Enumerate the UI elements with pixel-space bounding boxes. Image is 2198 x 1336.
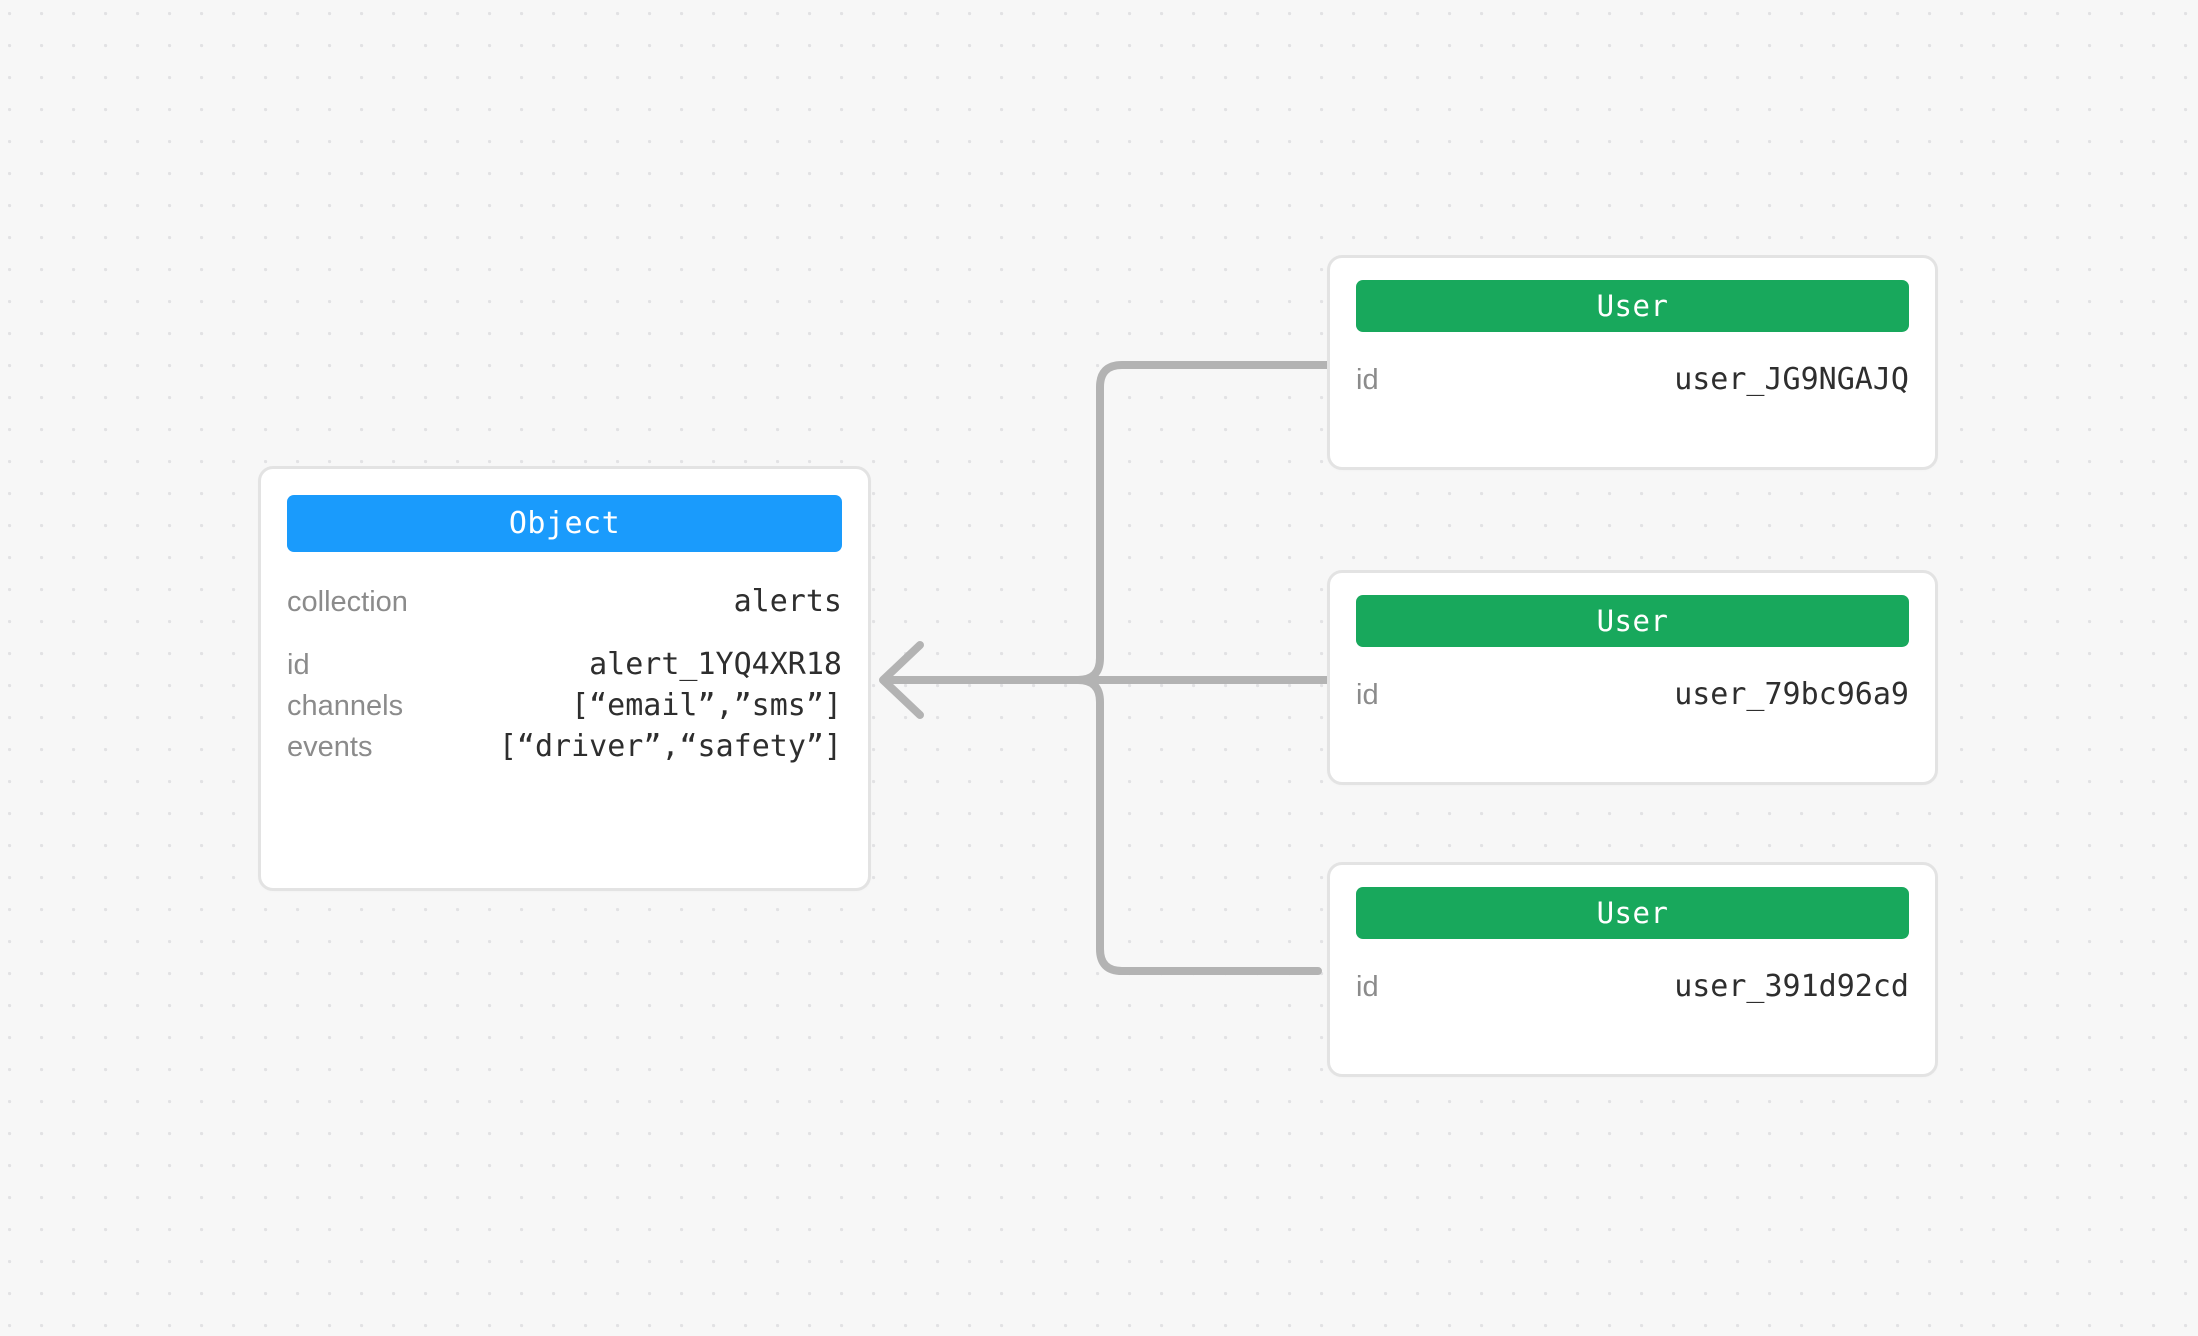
node-user-1[interactable]: User id user_79bc96a9 (1327, 570, 1938, 785)
property-key: channels (287, 690, 404, 722)
property-key: id (1356, 679, 1379, 711)
property-key: collection (287, 586, 408, 618)
property-row-id: id alert_1YQ4XR18 (287, 647, 842, 682)
property-value: [“email”,”sms”] (571, 688, 842, 723)
property-group-divider (287, 625, 842, 647)
node-user-0[interactable]: User id user_JG9NGAJQ (1327, 255, 1938, 470)
property-row-channels: channels [“email”,”sms”] (287, 688, 842, 723)
property-value: user_JG9NGAJQ (1674, 362, 1909, 397)
property-key: id (287, 649, 310, 681)
node-object-properties: collection alerts id alert_1YQ4XR18 chan… (261, 552, 868, 764)
property-key: events (287, 731, 373, 763)
node-user-2[interactable]: User id user_391d92cd (1327, 862, 1938, 1077)
property-value: user_391d92cd (1674, 969, 1909, 1004)
property-row-id: id user_JG9NGAJQ (1356, 362, 1909, 397)
node-user-type-label: User (1356, 280, 1909, 332)
property-value: user_79bc96a9 (1674, 677, 1909, 712)
property-row-events: events [“driver”,“safety”] (287, 729, 842, 764)
property-value: alert_1YQ4XR18 (589, 647, 842, 682)
node-user-type-label: User (1356, 595, 1909, 647)
property-row-id: id user_79bc96a9 (1356, 677, 1909, 712)
node-user-properties: id user_391d92cd (1330, 939, 1935, 1004)
property-key: id (1356, 971, 1379, 1003)
property-value: alerts (733, 584, 842, 619)
node-object-type-label: Object (287, 495, 842, 552)
node-user-properties: id user_79bc96a9 (1330, 647, 1935, 712)
edge-user-0-to-object (880, 361, 1331, 684)
property-row-id: id user_391d92cd (1356, 969, 1909, 1004)
node-user-type-label: User (1356, 887, 1909, 939)
property-key: id (1356, 364, 1379, 396)
edge-arrowhead-icon (879, 641, 924, 719)
property-row-collection: collection alerts (287, 584, 842, 619)
node-user-properties: id user_JG9NGAJQ (1330, 332, 1935, 397)
property-value: [“driver”,“safety”] (498, 729, 842, 764)
edge-user-2-to-object (880, 676, 1322, 975)
node-object[interactable]: Object collection alerts id alert_1YQ4XR… (258, 466, 871, 891)
